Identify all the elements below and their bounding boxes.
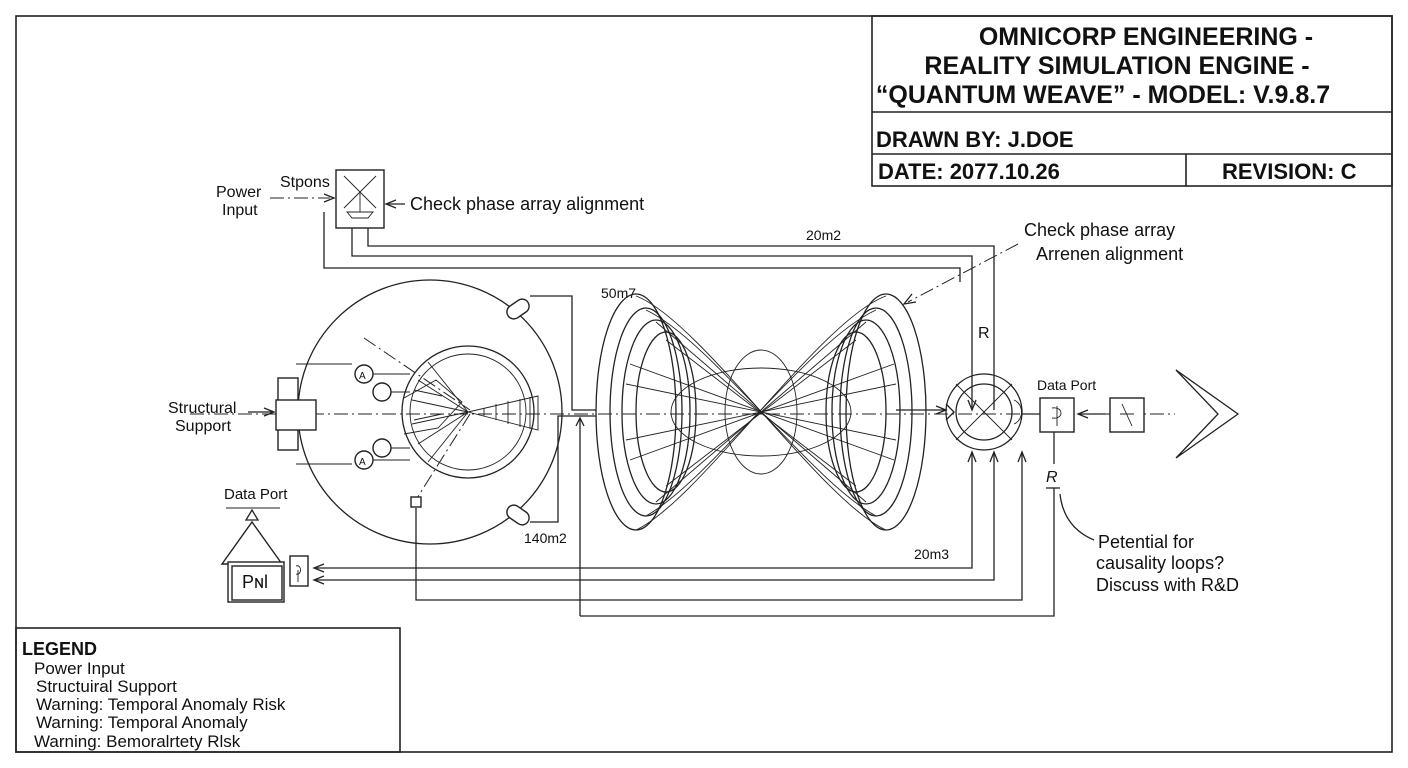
mid-conduit <box>530 295 596 411</box>
return-line-1 <box>316 452 973 569</box>
title-line-3: “QUANTUM WEAVE” - MODEL: V.9.8.7 <box>876 81 1330 109</box>
dim-20m2: 20m2 <box>806 227 841 243</box>
quantum-weave-core <box>595 293 927 531</box>
power-input-label: Input <box>222 202 258 219</box>
causality-leader <box>1059 493 1095 541</box>
input-port-glyph <box>1120 403 1134 427</box>
upper-conduit-3 <box>323 212 961 282</box>
data-port-left-unit <box>220 507 309 603</box>
data-port-glyph <box>1051 406 1062 426</box>
structural-arrow <box>248 407 276 417</box>
check-leader-2 <box>907 243 1019 303</box>
structural-support-label: Support <box>175 418 232 435</box>
revision: REVISION: C <box>1222 159 1357 184</box>
check-phase-label-2: Arrenen alignment <box>1036 244 1183 264</box>
title-block: OMNICORP ENGINEERING - REALITY SIMULATIO… <box>871 15 1393 187</box>
legend-item: Warning: Temporal Anomaly Risk <box>36 695 286 714</box>
dim-140m2: 140m2 <box>524 530 567 546</box>
mid-conduit-lower <box>530 415 596 523</box>
date: DATE: 2077.10.26 <box>878 159 1060 184</box>
title-line-1: OMNICORP ENGINEERING - <box>979 23 1313 51</box>
left-circular-housing: A A <box>296 279 563 545</box>
legend-title: LEGEND <box>22 639 97 659</box>
stpons-label: Stpons <box>280 174 330 191</box>
return-line-3 <box>415 452 1023 601</box>
causality-note: Discuss with R&D <box>1096 575 1239 595</box>
emitter-input-arrow <box>896 405 948 415</box>
legend-item: Structuiral Support <box>36 677 177 696</box>
small-label-a: A <box>359 457 366 468</box>
pn-box-label: Pɴl <box>242 572 268 592</box>
check-leader-2-head <box>902 293 917 305</box>
check-phase-label-1: Check phase array alignment <box>410 194 644 214</box>
return-arrow-heads-left <box>312 563 325 585</box>
legend-item: Warning: Bemoralrtety Rlsk <box>34 732 241 751</box>
input-port-arrow <box>1076 409 1106 419</box>
causality-note: causality loops? <box>1096 553 1224 573</box>
causality-note: Petential for <box>1098 532 1194 552</box>
title-line-2: REALITY SIMULATION ENGINE - <box>924 52 1309 80</box>
conduit-arrow <box>967 399 977 412</box>
top-component <box>335 169 385 229</box>
chevron-emitter <box>1175 369 1240 459</box>
check-arrow-1-head <box>384 199 397 209</box>
dim-50m7: 50m7 <box>601 285 636 301</box>
dim-20m3: 20m3 <box>914 546 949 562</box>
legend-item: Power Input <box>34 659 125 678</box>
power-input-label: Power <box>216 184 262 201</box>
data-port-right-label: Data Port <box>1037 377 1096 393</box>
upper-conduit <box>367 228 995 410</box>
r-label-lower: R <box>1046 469 1058 486</box>
structural-support-label: Structural <box>168 400 236 417</box>
upper-conduit-2 <box>351 228 973 410</box>
outer-frame <box>15 15 1393 753</box>
return-arrow-heads <box>967 450 1027 463</box>
return-line-4 <box>580 488 1055 617</box>
r-label-upper: R <box>978 325 990 342</box>
legend-box: LEGEND Power Input Structuiral Support W… <box>15 627 401 753</box>
data-port-left-label: Data Port <box>224 486 288 503</box>
return-line-2 <box>316 452 995 581</box>
small-label-a: A <box>359 371 366 382</box>
power-arrow-head <box>323 193 336 203</box>
structural-support-block <box>275 377 317 451</box>
check-phase-label-2: Check phase array <box>1024 220 1175 240</box>
legend-item: Warning: Temporal Anomaly <box>36 713 248 732</box>
emitter-node <box>945 373 1023 451</box>
drawn-by: DRAWN BY: J.DOE <box>876 127 1074 152</box>
